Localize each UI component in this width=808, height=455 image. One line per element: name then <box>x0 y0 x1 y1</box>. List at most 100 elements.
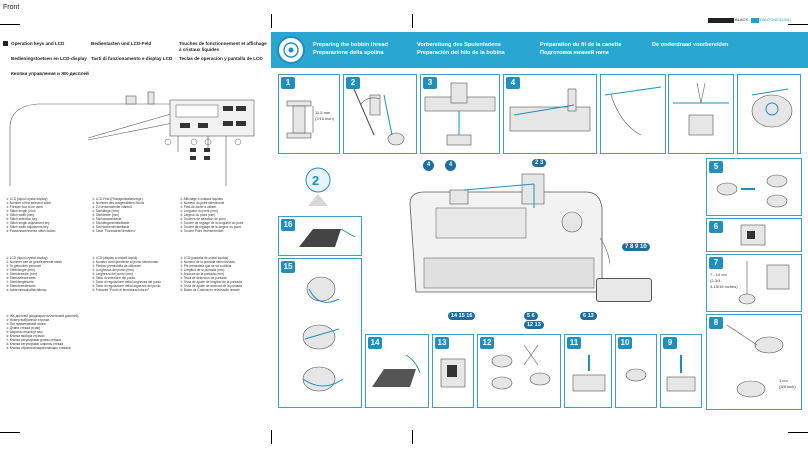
legend-line: ② Numéro du point sélectionné <box>180 201 225 205</box>
title-it: Tasti di funzionamento e display LCD <box>91 56 173 61</box>
bobbin-title-de: Vorbereitung des Spulenfadens <box>417 42 501 48</box>
step-number: 9 <box>663 337 677 349</box>
step-number: 15 <box>281 261 295 273</box>
callout-lower4: 12 13 <box>524 321 544 329</box>
step-number: 3 <box>423 77 437 89</box>
legend-line: ① LCD (display a cristalli liquidi) <box>92 256 138 260</box>
step-number: 7 <box>709 257 723 269</box>
step-number: 12 <box>480 337 494 349</box>
callout-lower2: 5 6 <box>524 312 538 320</box>
legend-line: ⑤ Largeur du point (mm) <box>180 213 216 217</box>
legend-it: ① LCD (display a cristalli liquidi) ② Nu… <box>92 256 161 292</box>
bobbin-title-ru: Подготовка нижней нити <box>540 50 609 56</box>
step-3-panel: 3 <box>420 74 500 154</box>
legend-line: ① LCD-Feld (Flüssigkristallanzeige) <box>92 197 143 201</box>
legend-line: ⑤ Larghezza del punto (mm) <box>92 272 133 276</box>
legend-line: ⑨ Achteruitnaai/afhechtknop <box>6 288 47 292</box>
step-number: 6 <box>709 221 723 233</box>
legend-line: ⑥ Steekselectietoets <box>6 276 36 280</box>
step-13-panel: 13 <box>432 334 474 408</box>
step8-dim2: (3/8 inch) <box>779 384 796 389</box>
title-es: Teclas de operación y pantalla de LCD <box>179 56 263 61</box>
callout-23: 2 3 <box>532 159 547 167</box>
legend-line: ⑨ Pause/start/reverse stitch button <box>6 229 56 233</box>
legend-line: ⑧ Touche de réglage de la largeur du poi… <box>180 225 241 229</box>
legend-line: ④ Stitch length (mm) <box>6 209 36 213</box>
title-ru: Кнопки управления и ЖК-дисплей <box>11 71 89 76</box>
legend-line: ③ Te gebruiken persvoet <box>6 264 42 268</box>
legend-line: ⑥ Tasto di selezione del punto <box>92 276 136 280</box>
step8-dim1: 1 cm <box>779 378 788 383</box>
step-2-panel: 2 <box>343 74 417 154</box>
legend-line: ④ Longitud de la puntada (mm) <box>180 268 225 272</box>
step1-dim1: 11.5 mm <box>315 110 331 115</box>
legend-line: ⑤ Anchura de la puntada (mm) <box>180 272 224 276</box>
title-fr: Touches de fonctionnement et affichage à… <box>179 41 267 52</box>
step-4c-panel <box>668 74 734 154</box>
black-swatch <box>708 18 734 23</box>
step7-dim1: 7 - 10 cm <box>710 272 727 277</box>
legend-line: ③ Presser foot to be used <box>6 205 43 209</box>
legend-line: ⑧ Stichbreiteneinstelltaste <box>92 225 130 229</box>
legend-line: ⑧ Tasto di regolazione della larghezza d… <box>92 284 161 288</box>
legend-line: ⑦ Tasto di regolazione della lunghezza d… <box>92 280 162 284</box>
legend-line: ③ Zu verwendender Nähfuß <box>92 205 132 209</box>
legend-line: ② Number of the selected stitch <box>6 201 52 205</box>
legend-line: ⑦ Stichlängeneinstelltaste <box>92 221 130 225</box>
legend-fr: ① Affichage à cristaux liquides ② Numéro… <box>180 197 243 233</box>
callout-4a: 4 <box>423 160 434 171</box>
legend-line: ⑤ Stichbreite (mm) <box>92 213 120 217</box>
legend-line: ③ Pie prensatela que se va a utilizar <box>180 264 232 268</box>
step-4d-panel <box>737 74 801 154</box>
legend-line: ② Nummer des ausgewählten Stichs <box>92 201 145 205</box>
step-number: 11 <box>567 337 581 349</box>
legend-line: ⑥ Tecla de selección de puntada <box>180 276 227 280</box>
step-4-panel: 4 <box>503 74 597 154</box>
step-number: 5 <box>709 161 723 173</box>
legend-line: ⑨ Touche Point inverse/renfort <box>180 229 224 233</box>
step-number: 13 <box>435 337 449 349</box>
step-4b-panel <box>600 74 666 154</box>
callout-4b: 4 <box>445 160 456 171</box>
step-12-panel: 12 <box>477 334 561 408</box>
legend-line: ⑦ Touche de réglage de la longueur du po… <box>180 221 244 225</box>
step-1-panel: 1 11.5 mm (7/16 inch) <box>278 74 340 154</box>
legend-ru: ① ЖК-дисплей (жидкокристаллический диспл… <box>6 314 78 350</box>
foot-pedal <box>596 278 652 302</box>
step-number: 14 <box>368 337 382 349</box>
legend-line: ④ Longueur du point (mm) <box>180 209 218 213</box>
legend-line: ⑥ Кнопка выбора строчки <box>6 334 45 338</box>
bobbin-title-nl: De onderdraad voorbereiden <box>652 42 729 48</box>
callout-lower3: 6 13 <box>580 312 597 320</box>
legend-line: ⑦ Кнопка регулировки длины стежка <box>6 338 61 342</box>
legend-line: ① Affichage à cristaux liquides <box>180 197 224 201</box>
step-11-panel: 11 <box>564 334 612 408</box>
legend-line: ② Номер выбранной строчки <box>6 318 50 322</box>
legend-en: ① LCD (liquid crystal display) ② Number … <box>6 197 55 233</box>
legend-line: ⑧ Кнопка регулировки ширины стежка <box>6 342 64 346</box>
legend-line: ② Numero corrispondente al punto selezio… <box>92 260 159 264</box>
step-10-panel: 10 <box>615 334 657 408</box>
legend-line: ① LCD (pantalla de cristal líquido) <box>180 256 229 260</box>
legend-line: ⑤ Stitch width (mm) <box>6 213 35 217</box>
svg-text:2: 2 <box>312 173 319 188</box>
legend-line: ⑥ Stichauswahltaste <box>92 217 122 221</box>
step7-dim2: (2-3/4 - <box>710 278 723 283</box>
step-9-panel: 9 <box>660 334 702 408</box>
title-de: Bedientasten und LCD-Feld <box>91 41 152 46</box>
step-16-panel: 16 <box>278 216 362 256</box>
legend-nl: ① LCD (liquid crystal display) ② Nummer … <box>6 256 62 292</box>
legend-line: ① LCD (liquid crystal display) <box>6 197 48 201</box>
legend-line: ② Nummer van de geselecteerde steek <box>6 260 62 264</box>
legend-line: ⑦ Steeklengtetoets <box>6 280 34 284</box>
bobbin-title-fr: Préparation du fil de la canette <box>540 42 622 48</box>
legend-line: ③ Pied-de-biche à utiliser <box>180 205 217 209</box>
legend-line: ⑤ Steekbreedte (mm) <box>6 272 38 276</box>
step7-dim3: 3-15/16 inches) <box>710 284 738 289</box>
legend-line: ⑦ Stitch length adjustment key <box>6 221 50 225</box>
legend-line: ⑦ Tecla de ajuste de longitud de la punt… <box>180 280 242 284</box>
step-15-panel: 15 <box>278 258 362 408</box>
legend-line: ④ Steeklengte (mm) <box>6 268 35 272</box>
pantone-swatch <box>751 18 759 23</box>
legend-line: ⑧ Tecla de ajuste de anchura de la punta… <box>180 284 242 288</box>
